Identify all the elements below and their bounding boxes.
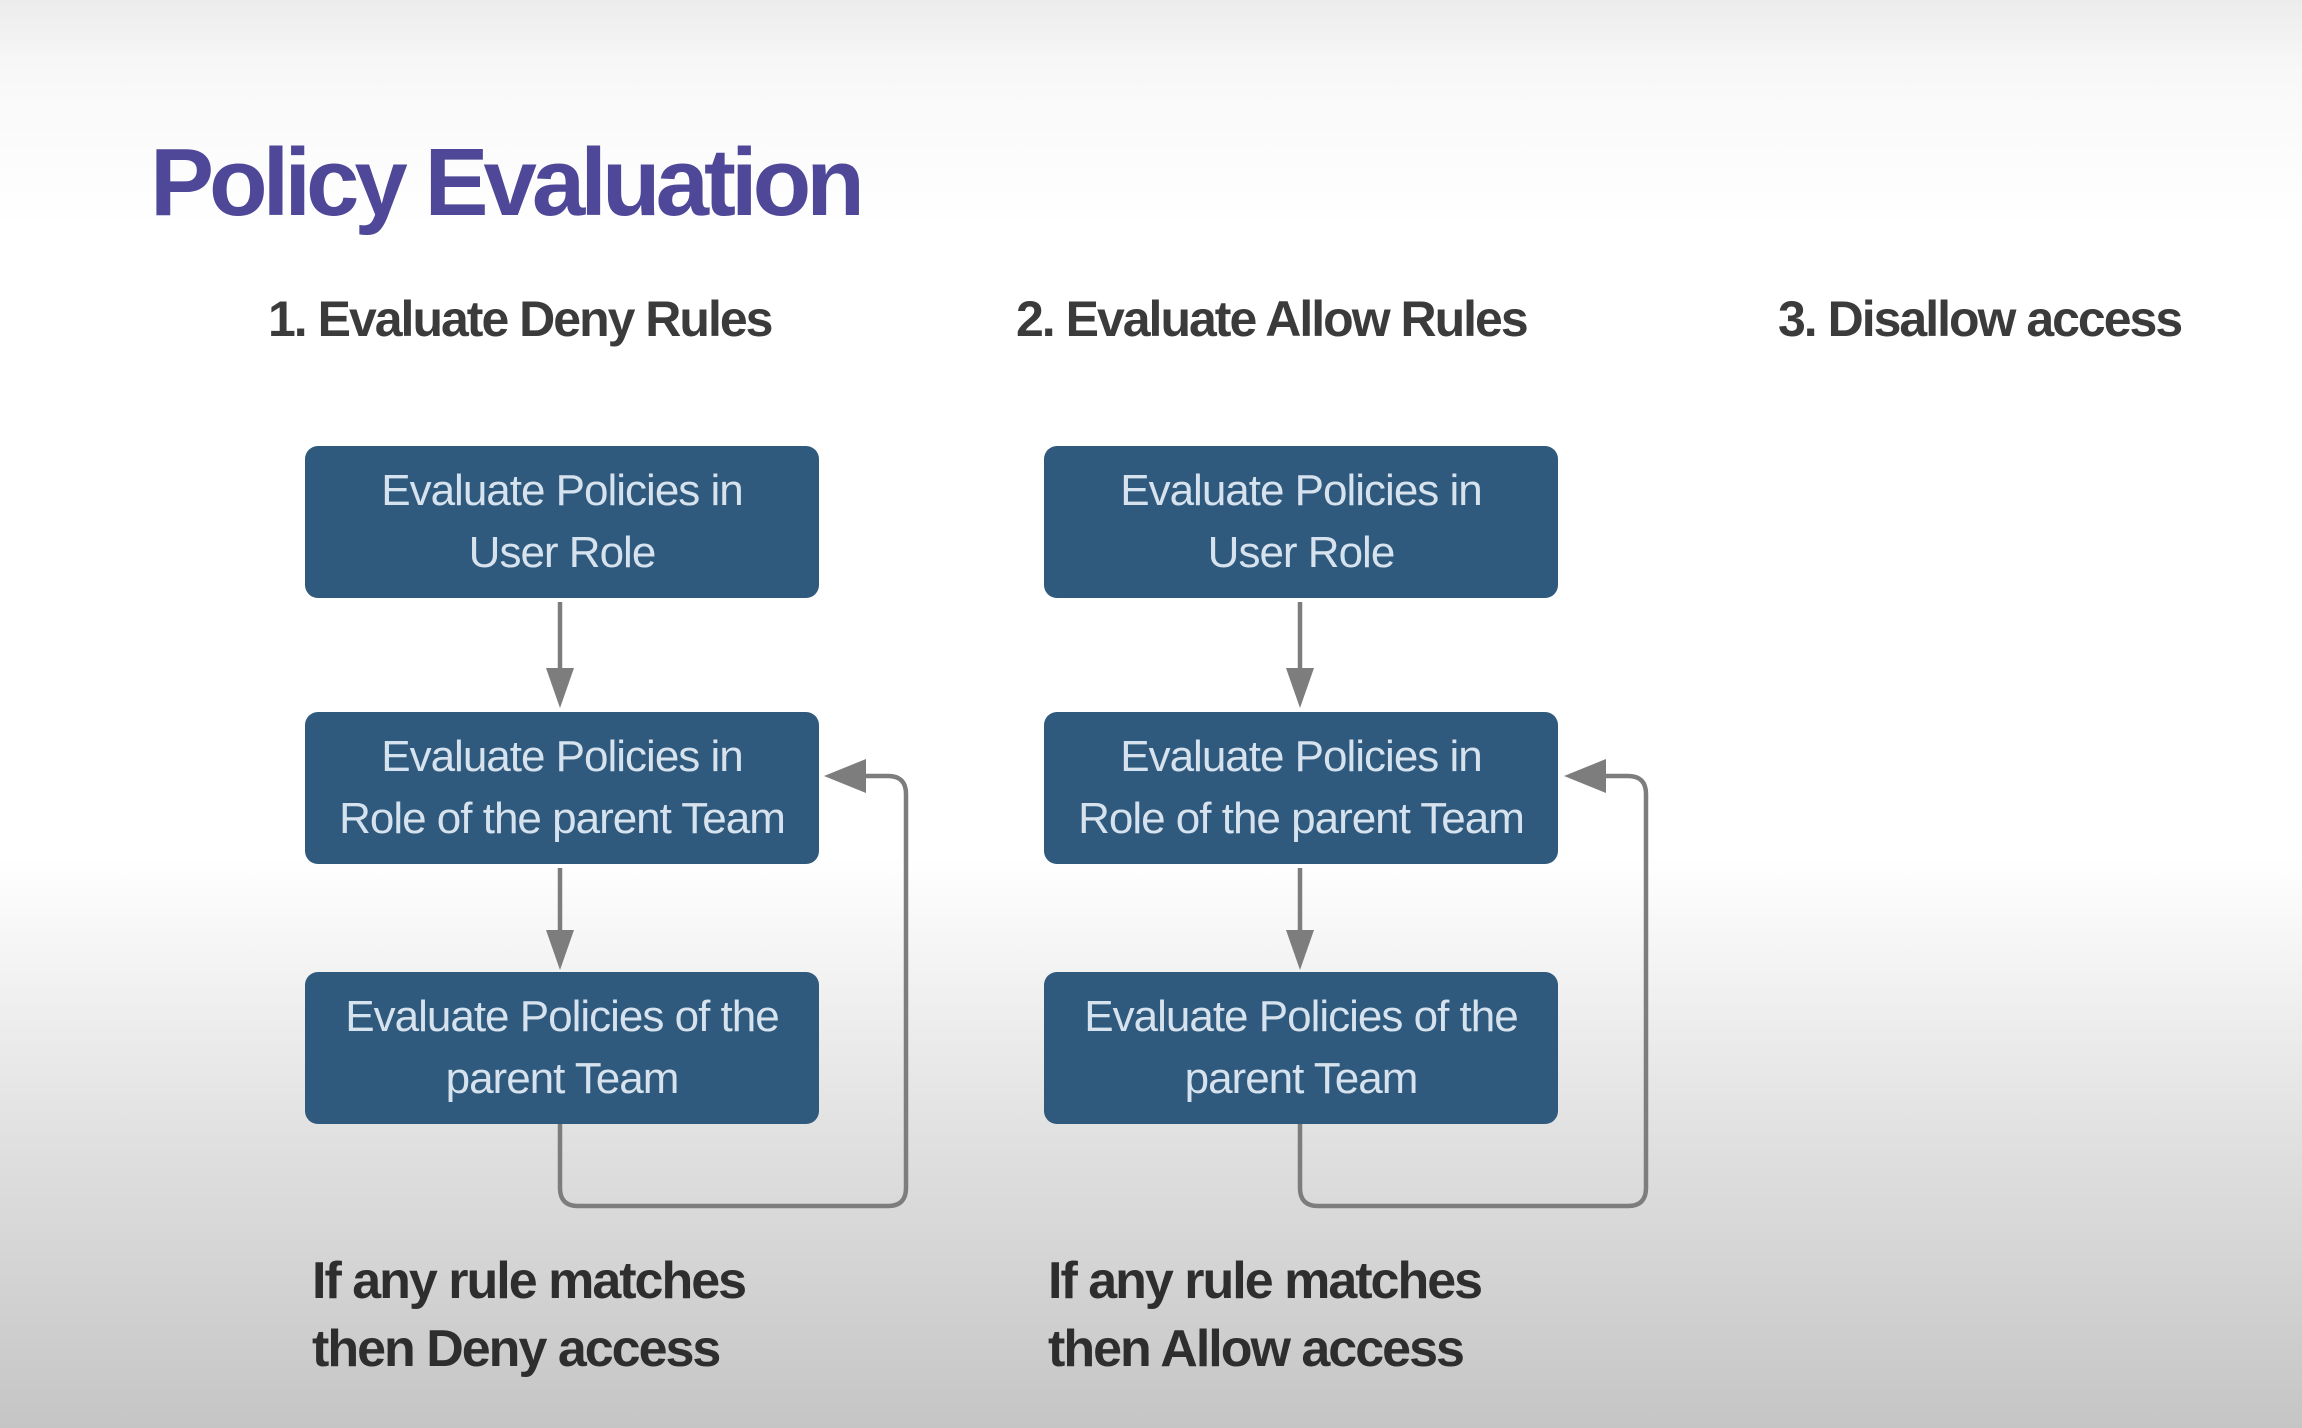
deny-down-arrow-2 <box>546 868 574 970</box>
slide-title: Policy Evaluation <box>150 129 865 236</box>
allow-caption: If any rule matches then Allow access <box>1048 1252 1483 1378</box>
allow-loop-arrow <box>1297 759 1649 1209</box>
flow-box-allow-parent-team-role: Evaluate Policies in Role of the parent … <box>1044 712 1558 864</box>
deny-loop-arrow <box>557 759 909 1209</box>
flow-box-allow-user-role: Evaluate Policies in User Role <box>1044 446 1558 598</box>
deny-caption: If any rule matches then Deny access <box>312 1252 747 1378</box>
step-heading-disallow: 3. Disallow access <box>1778 291 2183 347</box>
flow-box-allow-parent-team: Evaluate Policies of the parent Team <box>1044 972 1558 1124</box>
flow-box-deny-parent-team-role: Evaluate Policies in Role of the parent … <box>305 712 819 864</box>
deny-down-arrow-1 <box>546 602 574 708</box>
step-heading-deny: 1. Evaluate Deny Rules <box>268 291 773 347</box>
step-heading-allow: 2. Evaluate Allow Rules <box>1016 291 1529 347</box>
flow-box-deny-parent-team: Evaluate Policies of the parent Team <box>305 972 819 1124</box>
flow-box-deny-user-role: Evaluate Policies in User Role <box>305 446 819 598</box>
allow-down-arrow-1 <box>1286 602 1314 708</box>
allow-down-arrow-2 <box>1286 868 1314 970</box>
